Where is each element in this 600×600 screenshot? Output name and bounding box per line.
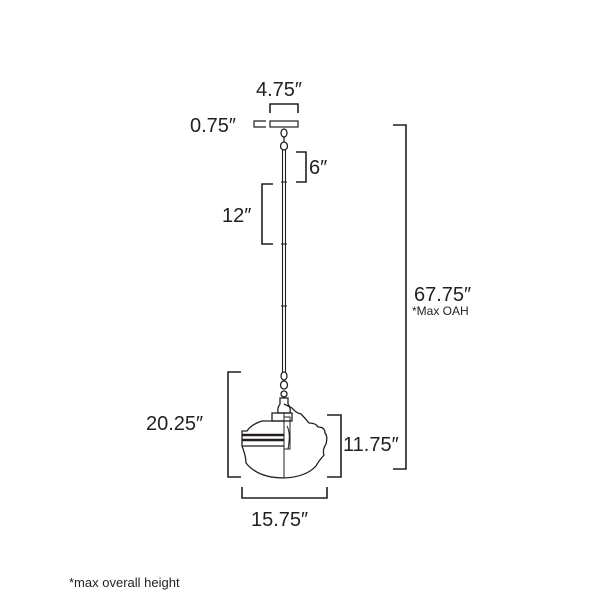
shade-height-bracket [327,414,342,478]
footnote: *max overall height [69,575,180,590]
fixture-height-bracket [227,371,241,478]
max-oah-label: 67.75″ [414,284,472,306]
stem-rod [281,150,287,372]
fixture-height-label: 20.25″ [146,413,204,435]
pendant-fixture [241,397,328,479]
canopy-plate [269,120,299,128]
chain-12in-bracket [261,183,273,245]
shade-height-label: 11.75″ [343,434,399,456]
top-chain-links [279,128,289,151]
canopy-height-label: 0.75″ [190,115,237,137]
canopy-width-label: 4.75″ [256,79,303,101]
chain-6in-label: 6″ [309,157,328,179]
canopy-width-bracket [269,103,299,113]
max-oah-bracket [393,124,407,470]
lower-chain-links [279,371,289,398]
canopy-height-marker [253,120,266,128]
chain-12in-label: 12″ [222,205,252,227]
shade-width-bracket [241,487,328,499]
chain-6in-bracket [296,151,307,183]
max-oah-note: *Max OAH [412,304,469,318]
shade-width-label: 15.75″ [251,509,309,531]
